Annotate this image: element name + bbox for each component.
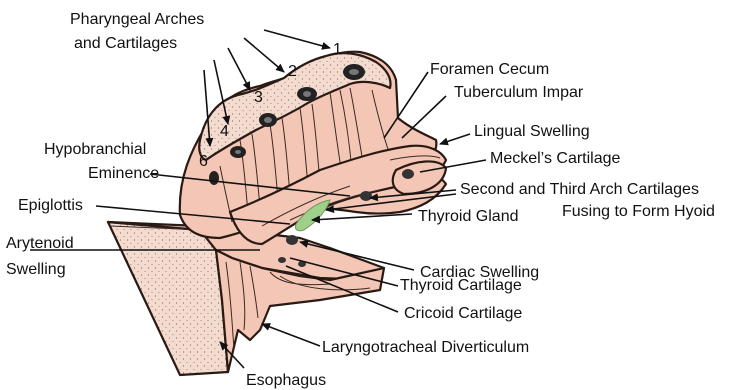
arch-number-3: 3 (254, 89, 263, 106)
label-cricoid-cartilage: Cricoid Cartilage (404, 305, 522, 322)
arch-number-4: 4 (220, 123, 229, 140)
arch-number-2: 2 (288, 63, 297, 80)
title-line2: and Cartilages (74, 35, 177, 52)
label-hyoid-line2: Fusing to Form Hyoid (562, 203, 715, 220)
label-thyroid-cartilage: Thyroid Cartilage (400, 277, 522, 294)
arch-number-1: 1 (333, 41, 342, 58)
arch-number-6: 6 (199, 153, 208, 170)
label-epiglottis: Epiglottis (18, 197, 83, 214)
label-meckels-cartilage: Meckel’s Cartilage (490, 150, 621, 167)
label-arytenoid-line1: Arytenoid (6, 235, 74, 252)
label-hypobranchial-line2: Eminence (88, 165, 159, 182)
label-foramen-cecum: Foramen Cecum (430, 61, 549, 78)
label-arytenoid-line2: Swelling (6, 261, 66, 278)
label-hyoid-line1: Second and Third Arch Cartilages (460, 181, 699, 198)
label-tuberculum-impar: Tuberculum Impar (454, 84, 584, 101)
label-laryngotracheal: Laryngotracheal Diverticulum (322, 339, 529, 356)
label-hypobranchial-line1: Hypobranchial (44, 141, 146, 158)
label-thyroid-gland: Thyroid Gland (418, 208, 519, 225)
label-esophagus: Esophagus (246, 372, 326, 389)
title-line1: Pharyngeal Arches (70, 11, 204, 28)
label-lingual-swelling: Lingual Swelling (474, 123, 590, 140)
